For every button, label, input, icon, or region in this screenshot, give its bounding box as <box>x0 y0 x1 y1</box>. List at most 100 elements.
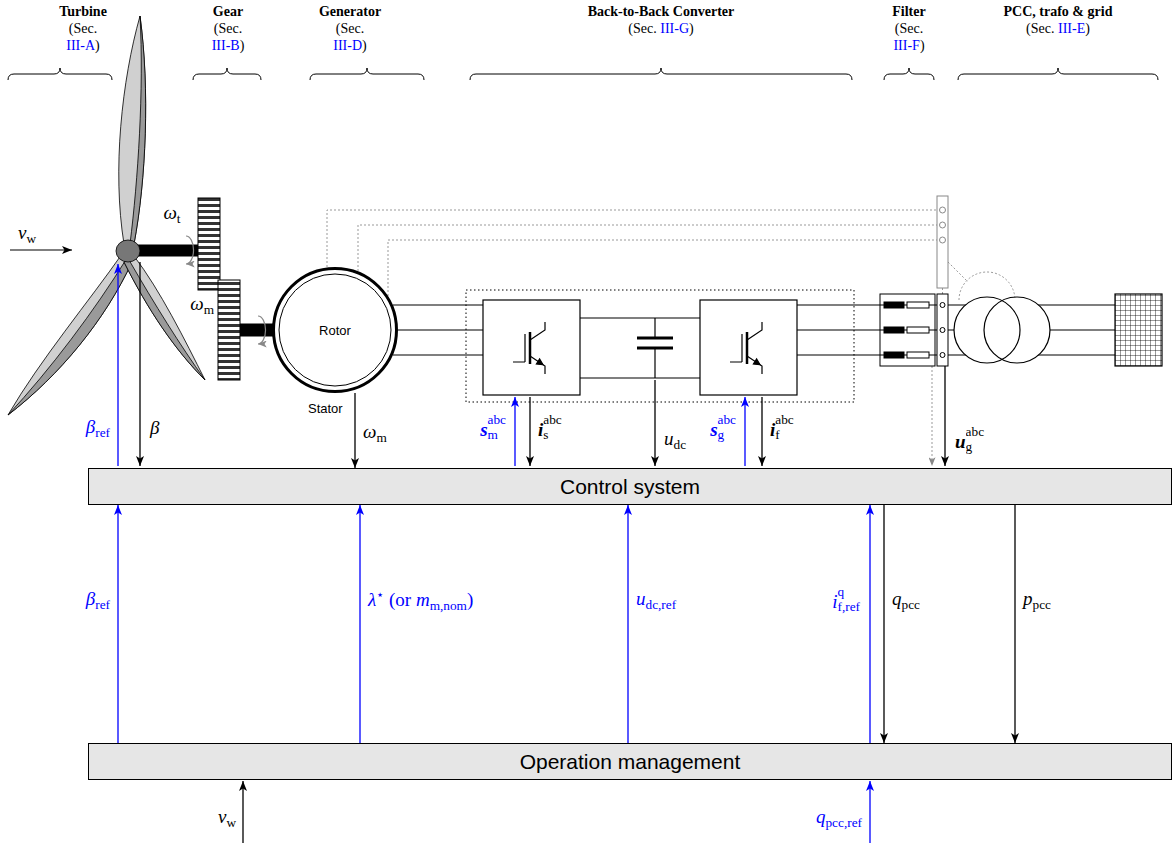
signal-name: ωm <box>190 292 214 318</box>
measurement-wire <box>932 366 933 466</box>
three-phase-wire <box>580 377 700 378</box>
superscript: abc <box>718 413 736 428</box>
subscript: f <box>775 428 793 443</box>
hub <box>116 240 140 262</box>
script-stack: gabc <box>718 413 736 442</box>
signal-name: ppcc <box>1023 587 1051 613</box>
text-part: m <box>204 302 214 317</box>
three-phase-wire <box>398 329 483 330</box>
superscript: abc <box>966 425 984 440</box>
filter-symbol <box>880 294 935 366</box>
text-part: dc <box>674 437 687 452</box>
converter-outline <box>700 300 797 395</box>
text-part: i <box>538 419 543 440</box>
text-part: ) <box>240 38 245 53</box>
signal-name: qpcc,ref <box>816 805 862 831</box>
subscript: f,ref <box>837 600 860 615</box>
filter-symbol <box>884 352 904 358</box>
section-reference: (Sec. <box>214 20 242 38</box>
text-part: ) <box>1085 21 1090 36</box>
igbt-symbol <box>513 322 762 374</box>
sensor-switch <box>940 237 946 243</box>
wind-arrow <box>10 250 72 251</box>
section-reference: III-B) <box>212 37 245 55</box>
measurement-wire <box>388 240 937 296</box>
hub <box>116 240 140 262</box>
text-part: i <box>770 419 775 440</box>
text-part: ref <box>95 597 110 612</box>
signal-name: βref <box>86 587 110 613</box>
section-heading: Back-to-Back Converter <box>588 3 735 21</box>
text-part: (Sec. <box>1026 21 1058 36</box>
section-heading: Generator <box>319 3 381 21</box>
filter-symbol <box>880 294 935 366</box>
signal-arrow <box>869 505 870 743</box>
signal-name: udc,ref <box>636 587 676 613</box>
subscript: m <box>488 428 506 443</box>
turbine-blade <box>124 260 205 380</box>
capacitor-symbol <box>637 337 673 340</box>
text-part: u <box>636 588 646 609</box>
shaft-and-gear <box>218 280 240 380</box>
signal-arrow <box>627 505 628 743</box>
section-brace <box>8 68 112 80</box>
text-part: p <box>1023 588 1033 609</box>
subscript: g <box>966 440 984 455</box>
turbine-blade <box>8 16 205 415</box>
signal-name: λ⋆ (or mm,nom) <box>368 586 473 615</box>
rotation-arrow <box>186 236 266 344</box>
igbt-symbol <box>513 322 545 374</box>
signal-arrow <box>1014 505 1015 743</box>
signal-name: ωt <box>163 201 180 227</box>
wind-arrow <box>10 249 72 250</box>
text-part: ) <box>95 38 100 53</box>
three-phase-wire <box>797 354 1115 355</box>
script-stack: f,refq <box>837 585 862 614</box>
igbt-symbol <box>536 359 543 365</box>
text-part: ) <box>362 38 367 53</box>
section-reference: (Sec. III-E) <box>1026 20 1090 38</box>
box-title: Control system <box>560 475 700 499</box>
signal-name: isabc <box>538 413 564 442</box>
igbt-symbol <box>529 332 532 364</box>
text-part: w <box>26 231 36 246</box>
igbt-symbol <box>730 322 762 374</box>
text-part: ⋆ <box>376 587 384 602</box>
section-heading: Filter <box>892 3 925 21</box>
section-reference: (Sec. <box>336 20 364 38</box>
signal-arrow <box>117 264 118 466</box>
transformer-symbol <box>954 297 1050 363</box>
text-part: (Sec. <box>628 21 660 36</box>
text-part: u <box>955 431 966 452</box>
section-brace <box>193 68 261 80</box>
converter-outline <box>466 290 854 402</box>
signal-arrow <box>883 505 884 743</box>
text-part: III-A <box>66 38 95 53</box>
turbine-blade <box>124 256 205 380</box>
text-part: λ <box>368 589 376 610</box>
signal-arrow <box>242 781 243 843</box>
signal-name: vw <box>18 221 36 247</box>
signal-name: qpcc <box>892 587 920 613</box>
pcc-bar <box>940 328 945 333</box>
three-phase-wire <box>797 304 1115 305</box>
filter-symbol <box>884 302 904 308</box>
sensor-switch <box>937 196 948 288</box>
superscript: abc <box>488 413 506 428</box>
signal-arrow <box>654 380 655 466</box>
signal-arrow <box>117 505 118 743</box>
filter-symbol <box>907 327 929 333</box>
turbine-blade <box>119 16 146 244</box>
text-part: III-G <box>660 21 689 36</box>
pcc-bar <box>937 294 948 366</box>
signal-name: smabc <box>480 413 508 442</box>
script-stack: mabc <box>488 413 506 442</box>
signal-arrow <box>359 505 360 743</box>
text-part: s <box>710 419 717 440</box>
measurement-wire <box>948 262 968 282</box>
signal-arrow <box>744 397 745 466</box>
signal-name: ifabc <box>770 413 796 442</box>
converter-outline <box>466 290 854 402</box>
box-title: Operation management <box>520 750 741 774</box>
